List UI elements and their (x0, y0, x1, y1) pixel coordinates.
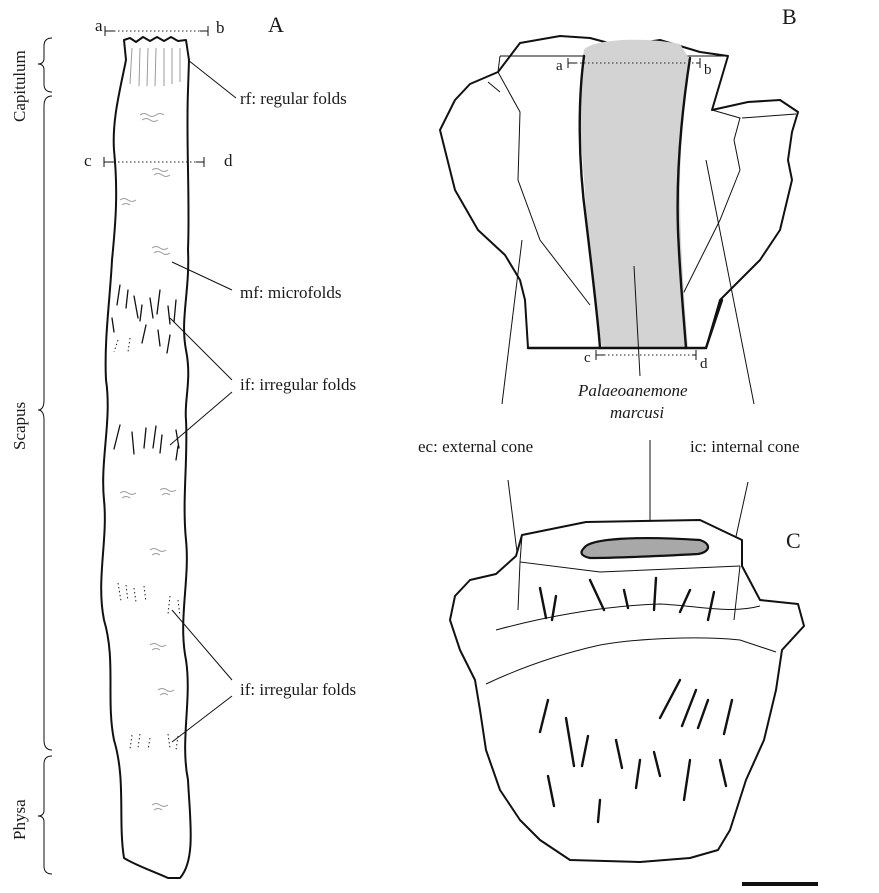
section-ab-marker: a b (95, 16, 225, 37)
panel-label-c: C (786, 528, 801, 553)
brace-scapus (38, 96, 52, 750)
panel-label-a: A (268, 12, 284, 37)
label-irregular-folds-1: if: irregular folds (240, 375, 356, 394)
mark-c: c (84, 151, 92, 170)
mark-d-b: d (700, 356, 708, 372)
specimen-a-outline (101, 37, 191, 878)
mark-a: a (95, 16, 103, 35)
label-species-line1: Palaeoanemone (577, 381, 688, 400)
panel-b: B a b c d Palaeoanemone marcusi (440, 4, 798, 422)
region-physa: Physa (10, 799, 29, 840)
region-capitulum: Capitulum (10, 50, 29, 122)
label-irregular-folds-2: if: irregular folds (240, 680, 356, 699)
section-cd-marker-b: c d (584, 350, 708, 372)
mark-a-b: a (556, 58, 563, 74)
label-regular-folds: rf: regular folds (240, 89, 347, 108)
fossil-cross-section (582, 538, 709, 558)
region-scapus: Scapus (10, 402, 29, 450)
brace-capitulum (38, 38, 52, 92)
label-internal-cone: ic: internal cone (690, 437, 800, 456)
label-microfolds: mf: microfolds (240, 283, 342, 302)
panel-label-b: B (782, 4, 797, 29)
leader-regular-folds (188, 60, 236, 98)
label-species-line2: marcusi (610, 403, 664, 422)
mark-b-b: b (704, 62, 712, 78)
label-external-cone: ec: external cone (418, 437, 533, 456)
panel-a: Capitulum Scapus Physa (10, 12, 356, 878)
mark-c-b: c (584, 350, 591, 366)
mark-b: b (216, 18, 225, 37)
mark-d: d (224, 151, 233, 170)
brace-physa (38, 756, 52, 874)
palaeoanemone-fossil (580, 40, 690, 348)
panel-c: C ec: external cone ic: internal cone (418, 437, 818, 884)
